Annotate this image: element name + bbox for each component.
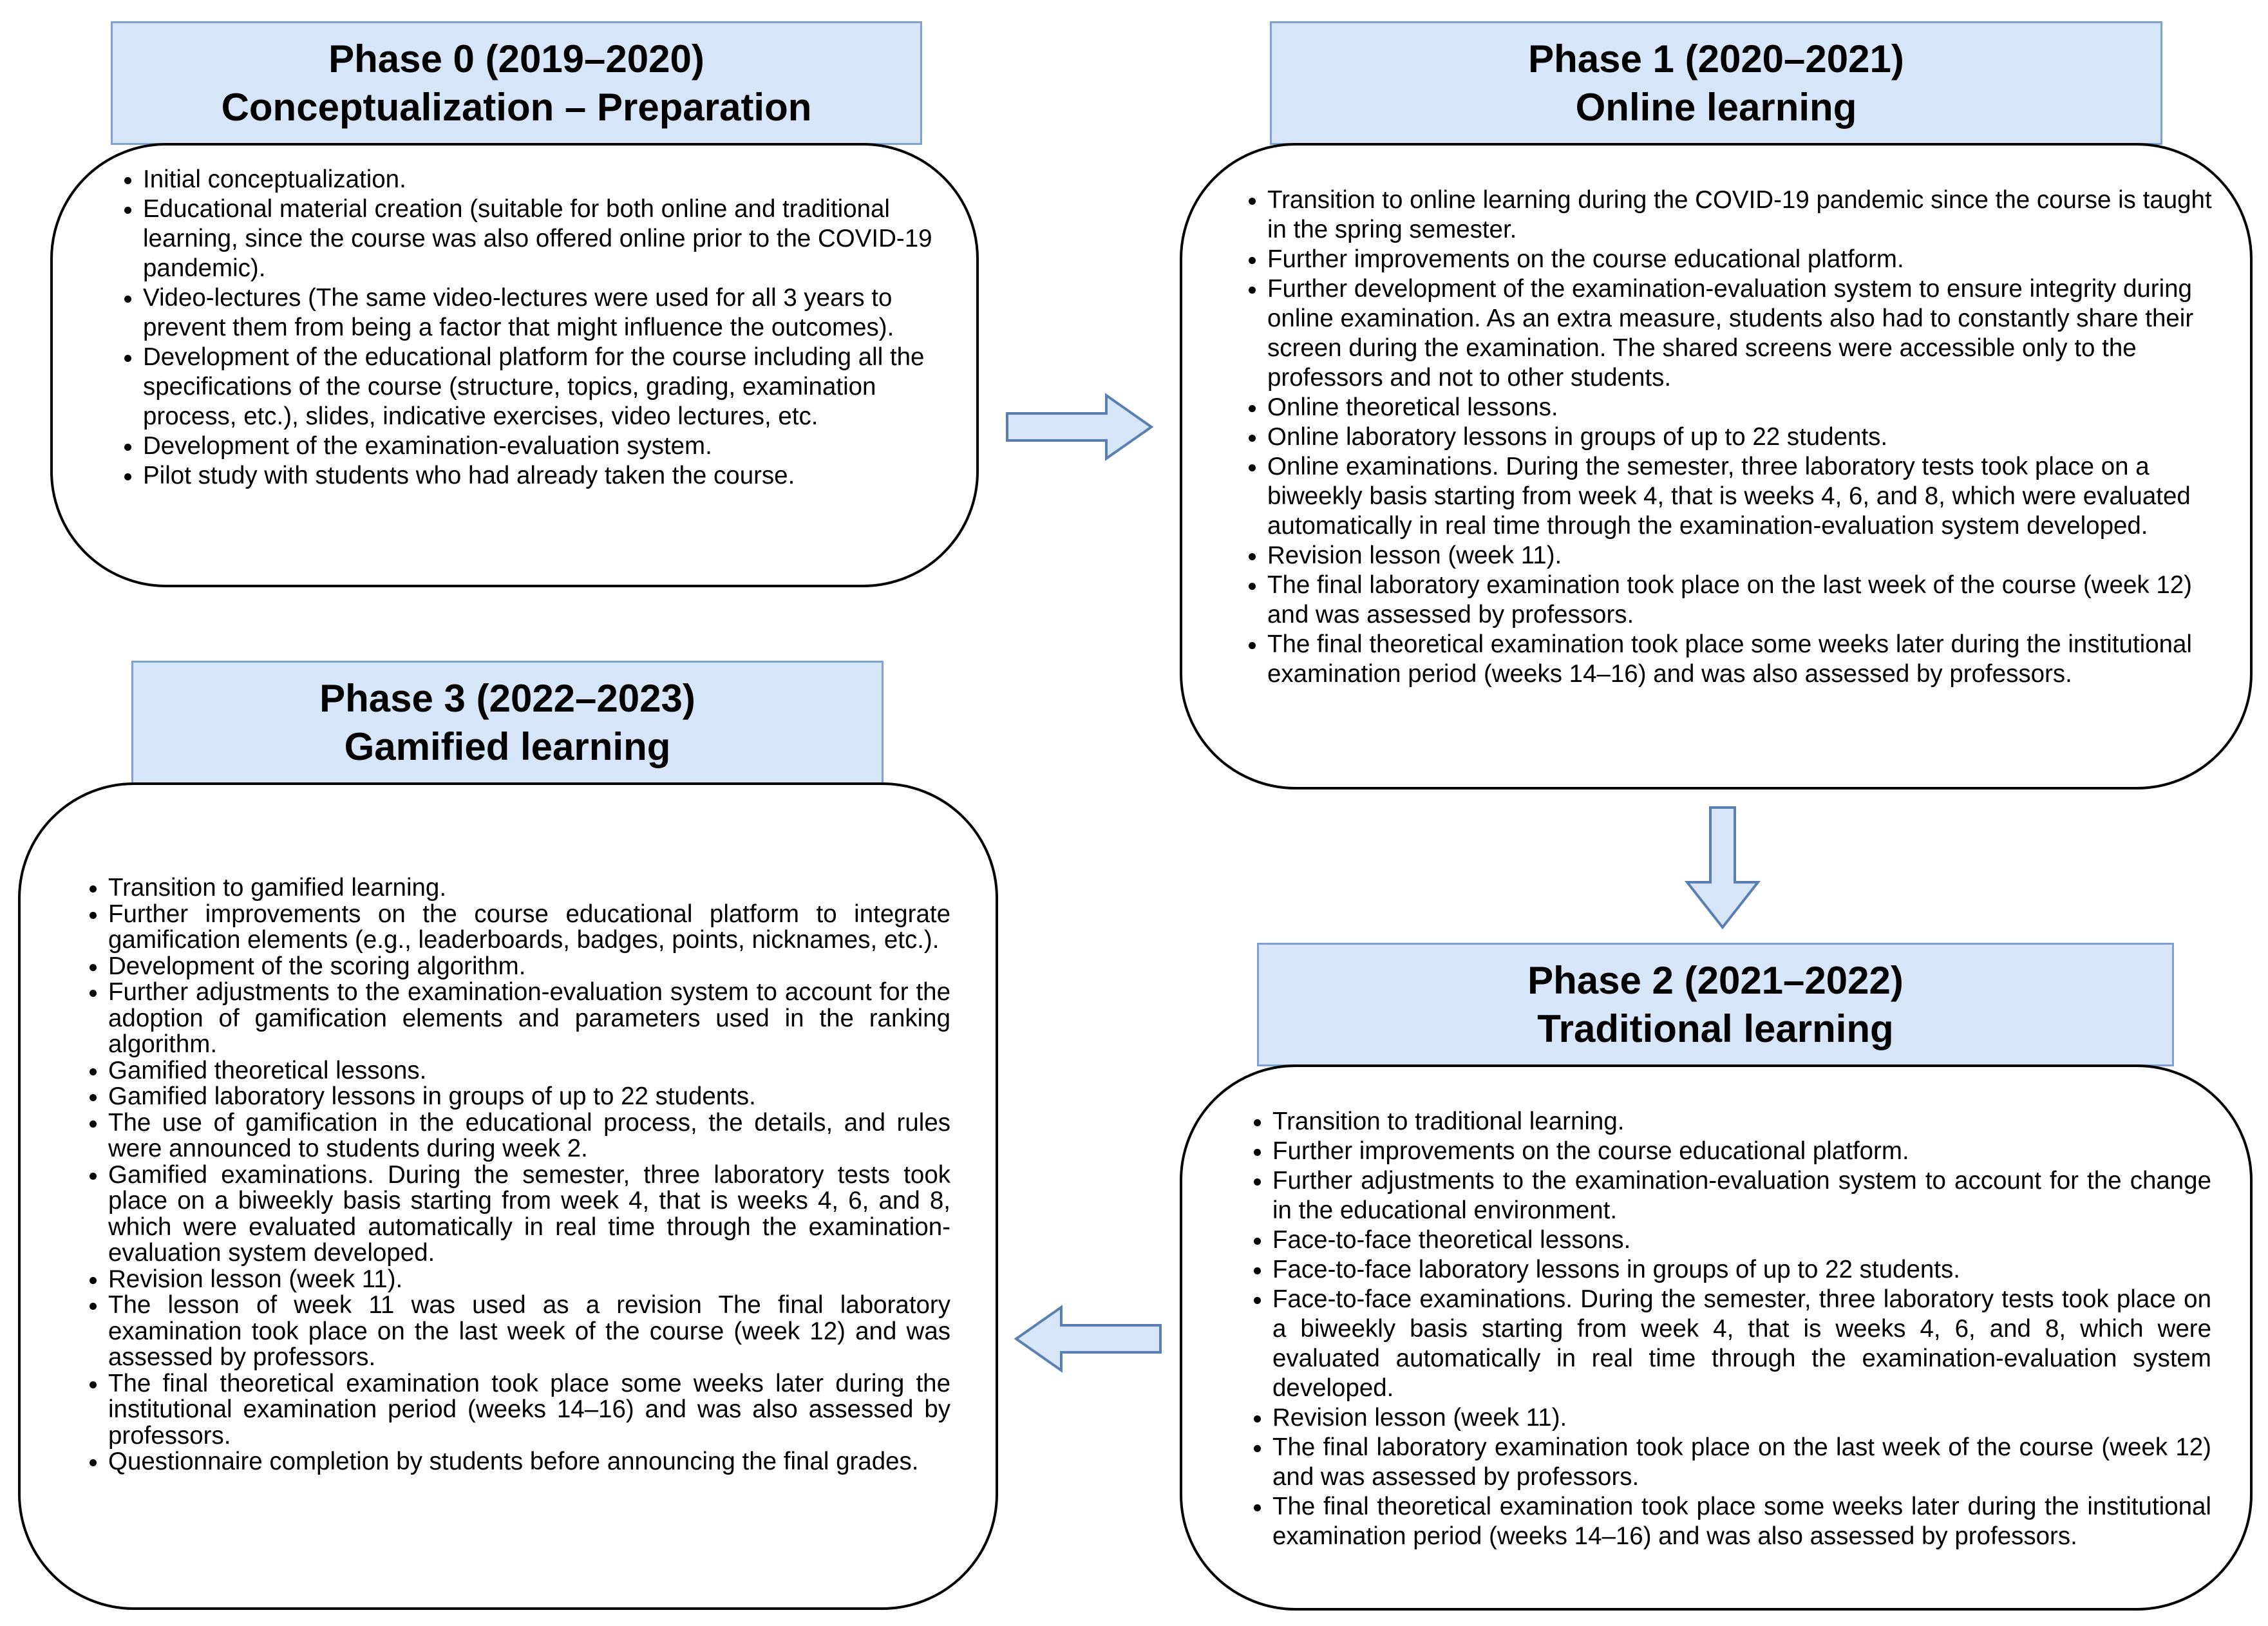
phase-1-item: Further development of the examination-e… [1267,274,2231,393]
phase-3-item: Gamified theoretical lessons. [108,1057,950,1084]
phase-1-item: Revision lesson (week 11). [1267,541,2231,571]
phase-0-item: Educational material creation (suitable … [143,194,950,283]
phase-2-item: The final theoretical examination took p… [1272,1492,2211,1551]
phase-0-list: Initial conceptualization. Educational m… [104,165,950,491]
phase-1-item: Online theoretical lessons. [1267,393,2231,422]
phase-1-item: The final theoretical examination took p… [1267,630,2231,689]
phase-1-heading-line1: Phase 1 (2020–2021) [1528,37,1904,80]
phase-3-item: Development of the scoring algorithm. [108,953,950,980]
phase-2-heading-line1: Phase 2 (2021–2022) [1527,959,1904,1002]
phase-1-item: Further improvements on the course educa… [1267,245,2231,274]
phase-2-heading-line2: Traditional learning [1537,1007,1894,1050]
phase-3-item: Transition to gamified learning. [108,874,950,902]
arrow-right-icon [1006,393,1154,461]
phase-1-title: Phase 1 (2020–2021) Online learning [1270,21,2162,145]
phase-3-item: The use of gamification in the education… [108,1110,950,1162]
phase-2-box: Transition to traditional learning. Furt… [1180,1064,2253,1611]
phase-3-box: Transition to gamified learning. Further… [18,782,998,1610]
phase-2-item: Revision lesson (week 11). [1272,1403,2211,1433]
phase-3-title: Phase 3 (2022–2023) Gamified learning [131,661,884,784]
phase-2-item: Further improvements on the course educa… [1272,1137,2211,1166]
phase-2-item: Face-to-face theoretical lessons. [1272,1225,2211,1255]
phase-3-item: Questionnaire completion by students bef… [108,1448,950,1475]
phase-3-item: The final theoretical examination took p… [108,1370,950,1450]
phase-3-item: Further improvements on the course educa… [108,901,950,954]
phase-2-item: Further adjustments to the examination-e… [1272,1166,2211,1225]
phase-3-list: Transition to gamified learning. Further… [70,874,950,1475]
phase-3-item: Revision lesson (week 11). [108,1266,950,1293]
phase-1-item: The final laboratory examination took pl… [1267,571,2231,630]
arrow-down-icon [1684,806,1761,930]
phase-0-item: Pilot study with students who had alread… [143,461,950,491]
phase-0-box: Initial conceptualization. Educational m… [50,143,979,587]
phase-0-item: Initial conceptualization. [143,165,950,194]
phase-1-heading-line2: Online learning [1575,86,1857,129]
phase-3-item: Further adjustments to the examination-e… [108,979,950,1058]
phase-0-item: Video-lectures (The same video-lectures … [143,283,950,343]
phase-2-item: The final laboratory examination took pl… [1272,1433,2211,1492]
phase-1-item: Online examinations. During the semester… [1267,452,2231,541]
phase-1-box: Transition to online learning during the… [1180,143,2253,789]
phase-1-list: Transition to online learning during the… [1229,185,2231,689]
phase-3-heading-line1: Phase 3 (2022–2023) [319,677,695,720]
phase-0-item: Development of the examination-evaluatio… [143,431,950,461]
phase-3-item: Gamified laboratory lessons in groups of… [108,1083,950,1110]
phase-2-item: Face-to-face examinations. During the se… [1272,1285,2211,1403]
phase-2-list: Transition to traditional learning. Furt… [1234,1107,2211,1551]
phase-3-item: The lesson of week 11 was used as a revi… [108,1292,950,1371]
phase-0-heading-line1: Phase 0 (2019–2020) [328,37,704,80]
arrow-left-icon [1014,1305,1162,1373]
phase-3-item: Gamified examinations. During the semest… [108,1162,950,1267]
phase-3-heading-line2: Gamified learning [344,725,671,768]
phase-2-item: Transition to traditional learning. [1272,1107,2211,1137]
phase-2-item: Face-to-face laboratory lessons in group… [1272,1255,2211,1285]
phase-0-title: Phase 0 (2019–2020) Conceptualization – … [111,21,922,145]
arrow-right-shape [1006,393,1154,461]
phase-2-title: Phase 2 (2021–2022) Traditional learning [1257,943,2174,1066]
phase-0-heading-line2: Conceptualization – Preparation [221,86,812,129]
phase-0-item: Development of the educational platform … [143,343,950,431]
phase-1-item: Transition to online learning during the… [1267,185,2231,245]
phase-1-item: Online laboratory lessons in groups of u… [1267,422,2231,452]
arrow-down-shape [1684,806,1761,930]
arrow-left-shape [1014,1305,1162,1373]
